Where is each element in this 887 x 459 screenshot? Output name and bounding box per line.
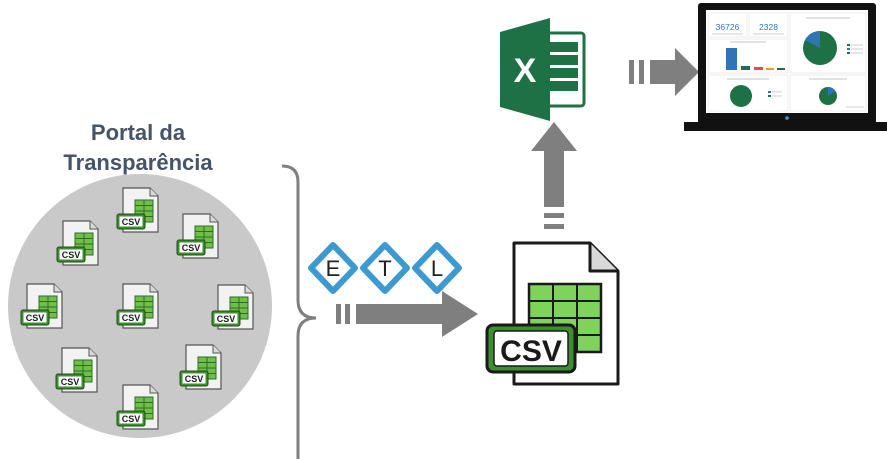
- csv-file-icon: CSV: [116, 384, 159, 430]
- bracket: [281, 164, 317, 459]
- kpi-value-1: 36726: [716, 22, 740, 32]
- csv-label: CSV: [122, 313, 141, 323]
- portal-title: Portal da Transparência: [38, 118, 238, 178]
- etl-arrow: [336, 291, 478, 337]
- csv-label: CSV: [122, 217, 141, 227]
- csv-label: CSV: [182, 243, 201, 253]
- csv-file-icon: CSV: [211, 284, 254, 330]
- csv-file-icon: CSV: [116, 187, 159, 233]
- csv-label: CSV: [217, 314, 236, 324]
- etl-l-badge: L: [412, 242, 462, 294]
- excel-icon: X: [500, 18, 586, 121]
- csv-label: CSV: [61, 377, 80, 387]
- csv-large-label: CSV: [500, 335, 562, 368]
- csv-file-icon: CSV: [116, 283, 159, 329]
- etl-t-label: T: [378, 256, 391, 281]
- csv-file-icon: CSV: [56, 220, 99, 266]
- csv-file-large-icon: CSV: [485, 241, 620, 386]
- etl-e-label: E: [326, 256, 341, 281]
- kpi-value-2: 2328: [759, 22, 778, 32]
- csv-file-icon: CSV: [179, 344, 222, 390]
- etl-l-label: L: [431, 256, 443, 281]
- csv-file-icon: CSV: [20, 283, 63, 329]
- csv-label: CSV: [26, 313, 45, 323]
- portal-title-line1: Portal da: [90, 120, 186, 145]
- etl-t-badge: T: [360, 242, 410, 294]
- laptop-icon: 36726 2328: [684, 3, 887, 131]
- portal-title-line2: Transparência: [63, 150, 213, 175]
- dashboard-arrow: [629, 48, 699, 96]
- csv-file-icon: CSV: [55, 347, 98, 393]
- etl-e-badge: E: [308, 242, 358, 294]
- excel-letter: X: [514, 52, 537, 90]
- csv-label: CSV: [185, 374, 204, 384]
- up-arrow: [531, 122, 577, 229]
- csv-file-icon: CSV: [176, 213, 219, 259]
- csv-label: CSV: [122, 414, 141, 424]
- csv-label: CSV: [62, 250, 81, 260]
